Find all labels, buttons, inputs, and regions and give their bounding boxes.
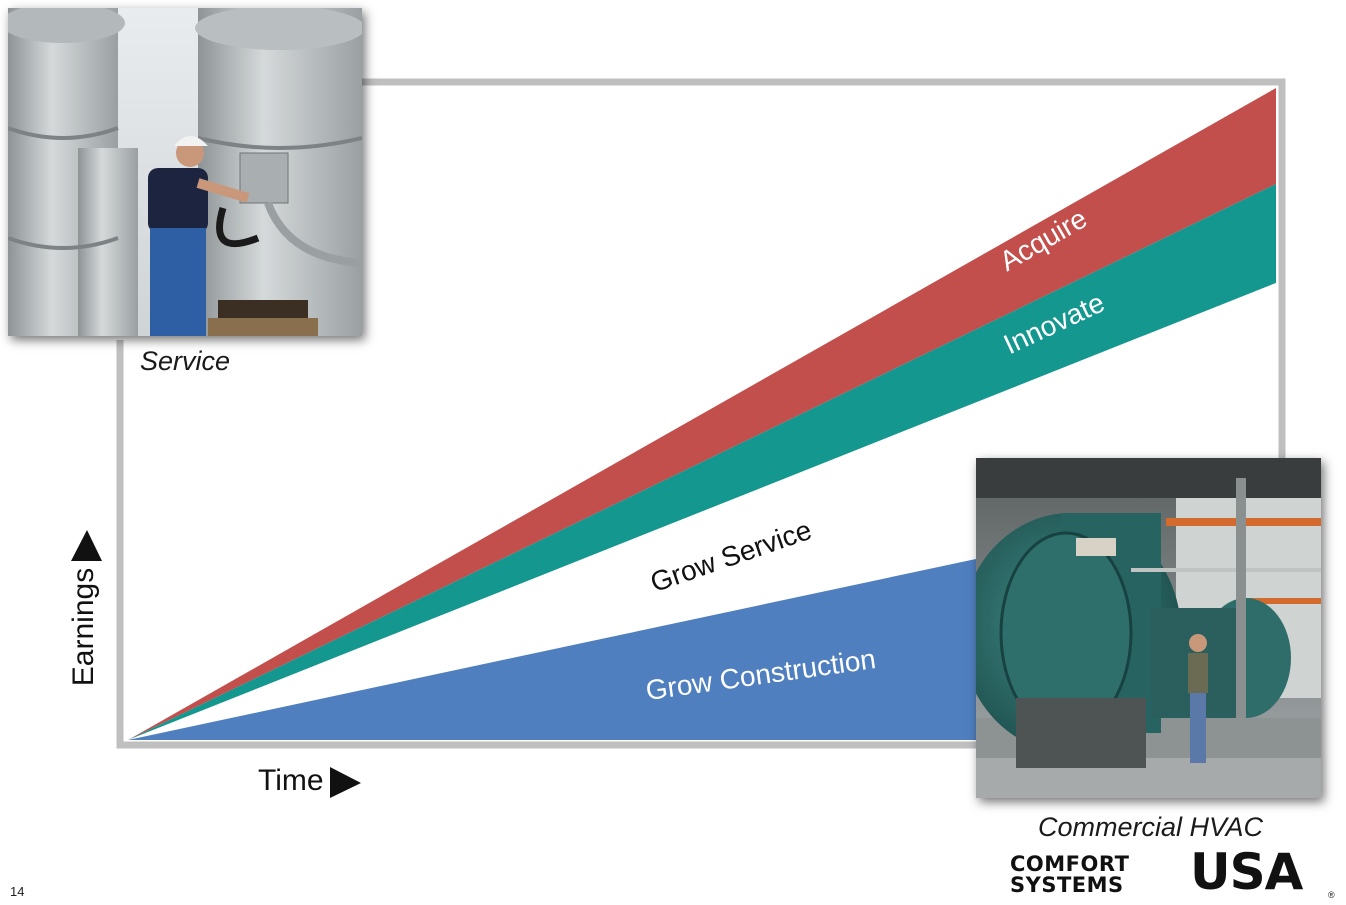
- band-acquire: [128, 88, 1276, 740]
- band-grow-construction: [128, 556, 990, 740]
- comfort-systems-usa-logo: COMFORT SYSTEMS USA ®: [1010, 846, 1335, 902]
- logo-wordmark: COMFORT SYSTEMS: [1010, 854, 1129, 896]
- page-number: 14: [10, 884, 25, 899]
- logo-line-1: COMFORT: [1010, 852, 1130, 876]
- hvac-photo-image: [976, 458, 1321, 798]
- service-photo-image: [8, 8, 362, 336]
- y-axis-label: Earnings: [67, 567, 100, 687]
- logo-mark: USA: [1190, 843, 1303, 901]
- hvac-photo-caption: Commercial HVAC: [1038, 812, 1264, 842]
- y-axis-label-group: Earnings: [64, 530, 108, 686]
- logo-registered-mark: ®: [1328, 890, 1335, 900]
- right-arrow-icon: [330, 767, 361, 798]
- service-photo-caption: Service: [140, 346, 231, 376]
- logo-line-2: SYSTEMS: [1010, 873, 1124, 897]
- band-grow-service: [128, 283, 1276, 740]
- band-innovate: [128, 184, 1276, 740]
- commercial-hvac-photo: [976, 458, 1321, 798]
- x-axis-label: Time: [258, 764, 324, 797]
- up-arrow-icon: [71, 530, 102, 561]
- service-technician-photo: [8, 8, 362, 336]
